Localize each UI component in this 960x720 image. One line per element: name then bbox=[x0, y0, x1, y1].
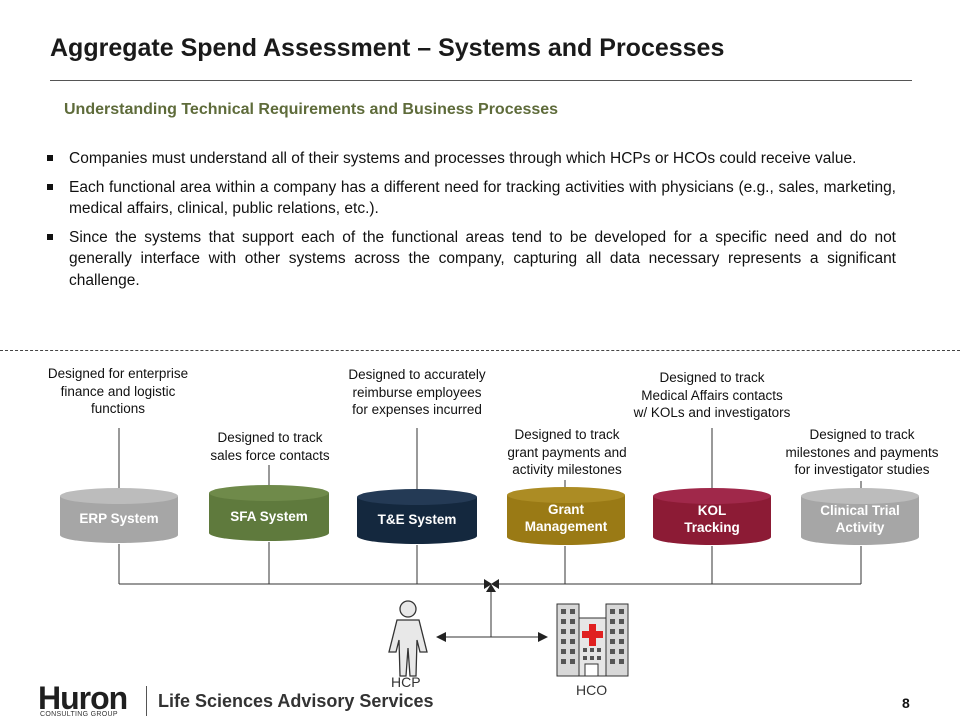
bullet-item: Each functional area within a company ha… bbox=[44, 177, 896, 220]
bullet-item: Companies must understand all of their s… bbox=[44, 148, 896, 170]
slide-title: Aggregate Spend Assessment – Systems and… bbox=[50, 34, 725, 62]
erp-system-label: ERP System bbox=[79, 511, 159, 526]
footer-divider bbox=[146, 686, 147, 716]
bullet-text: Companies must understand all of their s… bbox=[69, 150, 857, 167]
slide-subtitle: Understanding Technical Requirements and… bbox=[64, 101, 559, 118]
te-system-label: T&E System bbox=[377, 512, 457, 527]
bullet-square-icon bbox=[47, 233, 53, 240]
kol-cylinder bbox=[653, 488, 771, 545]
up-arrow-icon bbox=[486, 584, 496, 592]
erp-cylinder bbox=[60, 488, 178, 543]
huron-logo: Huron CONSULTING GROUP bbox=[38, 680, 142, 720]
bullet-list: Companies must understand all of their s… bbox=[44, 148, 896, 298]
footer-section: Life Sciences Advisory Services bbox=[158, 691, 434, 711]
sfa-system-label: SFA System bbox=[230, 509, 308, 524]
sfa-cylinder bbox=[209, 485, 329, 541]
hospital-cross-icon bbox=[582, 624, 603, 646]
bus-arrow-left-icon bbox=[491, 579, 499, 589]
section-divider bbox=[0, 350, 960, 351]
arrow-right-icon bbox=[538, 632, 548, 642]
logo-wordmark: Huron bbox=[38, 680, 128, 716]
hospital-windows bbox=[561, 609, 624, 664]
bus-arrow-right-icon bbox=[484, 579, 492, 589]
person-icon bbox=[388, 600, 428, 677]
bullet-square-icon bbox=[47, 183, 53, 190]
bullet-text: Since the systems that support each of t… bbox=[69, 228, 896, 289]
logo-subtext: CONSULTING GROUP bbox=[40, 711, 118, 718]
page-number: 8 bbox=[902, 695, 910, 711]
title-rule bbox=[50, 80, 912, 81]
hco-label: HCO bbox=[576, 682, 608, 698]
bullet-square-icon bbox=[47, 155, 53, 161]
bullet-text: Each functional area within a company ha… bbox=[69, 178, 896, 218]
clinical-cylinder bbox=[801, 488, 919, 545]
arrow-left-icon bbox=[436, 632, 446, 642]
bullet-item: Since the systems that support each of t… bbox=[44, 227, 896, 292]
grant-cylinder bbox=[507, 487, 625, 545]
te-cylinder bbox=[357, 489, 477, 544]
hcp-label: HCP bbox=[391, 674, 421, 690]
